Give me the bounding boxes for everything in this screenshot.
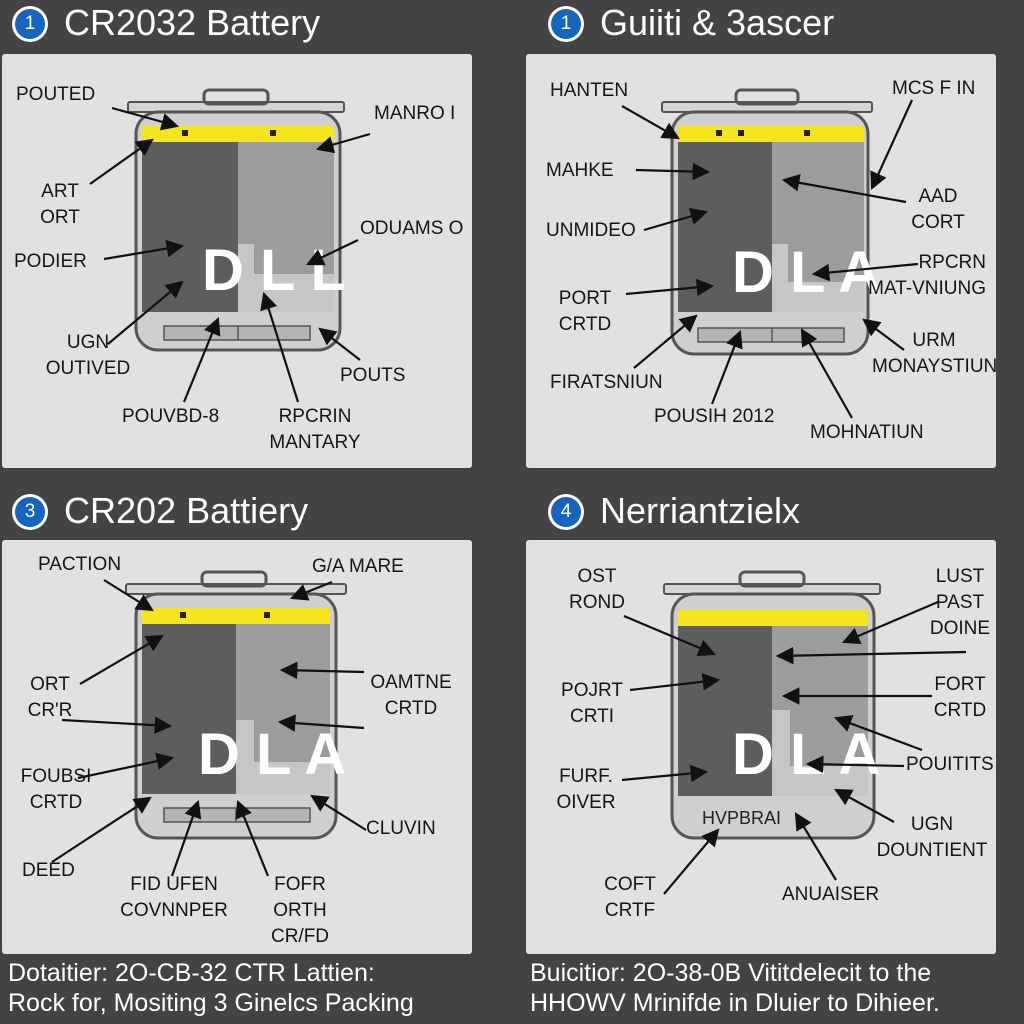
label-pouvbd: POUVBD-8 <box>122 406 220 427</box>
label-oduams: ODUAMS O <box>360 218 464 239</box>
panel-4-title: 4 Nerriantzielx <box>548 490 1024 531</box>
panel-1-title: 1 CR2032 Battery <box>12 2 512 43</box>
label-deed: DEED <box>22 860 75 881</box>
label-furf: FURF.OIVER <box>556 766 616 813</box>
label-hanten: HANTEN <box>550 80 629 101</box>
panel-2-title: 1 Guiiti & 3ascer <box>548 2 1024 43</box>
label-pouts: POUTS <box>340 365 406 386</box>
label-ga-mare: G/A MARE <box>312 556 404 577</box>
cell-text: D L A <box>732 240 880 305</box>
number-badge: 1 <box>548 6 584 42</box>
label-mcs: MCS F IN <box>892 78 976 99</box>
cell-text: D L A <box>198 722 346 787</box>
label-mahke: MAHKE <box>546 160 614 181</box>
label-firatsniun: FIRATSNIUN <box>550 372 663 393</box>
number-badge: 3 <box>12 494 48 530</box>
base-label: HVPBRAI <box>702 808 781 828</box>
panel-3-title: 3 CR202 Battiery <box>12 490 512 531</box>
label-mohnatiun: MOHNATIUN <box>810 422 924 443</box>
label-pouted: POUTED <box>16 84 96 105</box>
label-manro: MANRO I <box>374 103 456 124</box>
number-badge: 1 <box>12 6 48 42</box>
label-paction: PACTION <box>38 554 122 575</box>
caption-left: Dotaitier: 2O-CB-32 CTR Lattien: Rock fo… <box>8 959 414 1017</box>
label-unmideo: UNMIDEO <box>546 220 636 241</box>
label-pousih: POUSIH 2012 <box>654 406 775 427</box>
caption-right: Buicitior: 2O-38-0B Vititdelecit to the … <box>530 959 940 1017</box>
label-cluvin: CLUVIN <box>366 818 436 839</box>
label-podier: PODIER <box>14 251 87 272</box>
cell-text: D L L <box>202 238 346 303</box>
label-pouitits: POUITITS <box>906 754 994 775</box>
battery-diagram-2: D L A <box>621 88 919 419</box>
number-badge: 4 <box>548 494 584 530</box>
battery-diagram-4: D L A HVPBRAI <box>621 570 967 895</box>
battery-diagram-3: D L A <box>51 570 367 877</box>
battery-diagram-1: D L L <box>89 88 371 403</box>
label-anuaiser: ANUAISER <box>782 884 880 905</box>
cell-text: D L A <box>732 722 880 787</box>
